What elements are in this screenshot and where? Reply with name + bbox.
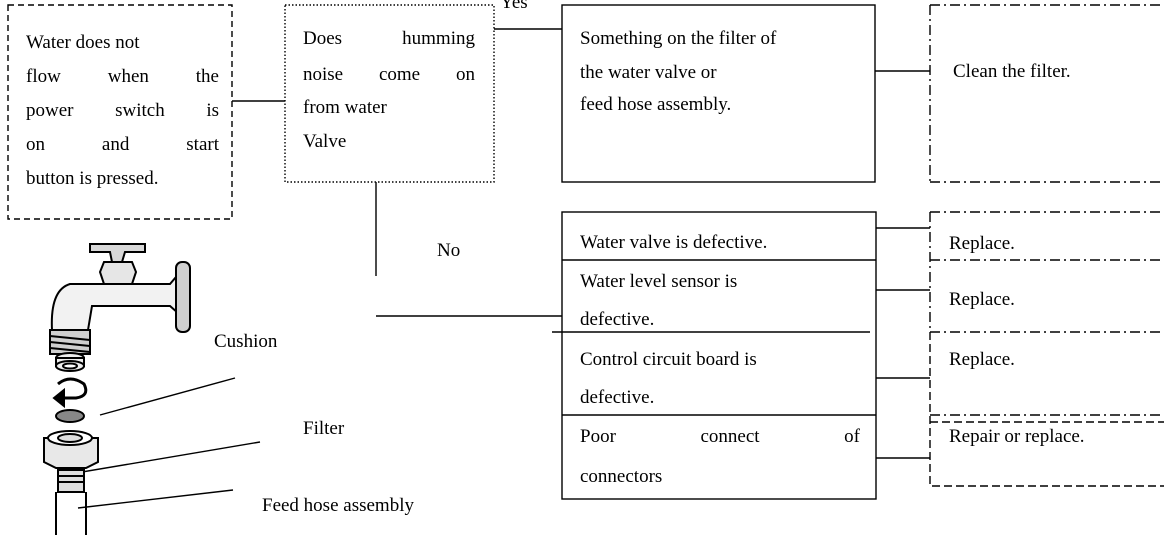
problem-line-3: power switch is (26, 100, 219, 121)
yes-cause-line-3: feed hose assembly. (580, 94, 732, 115)
cause-2-line-1: Water level sensor is (580, 271, 738, 292)
question-line-2: noise come on (303, 64, 475, 85)
problem-line-1: Water does not (26, 32, 140, 53)
pointer-filter (69, 441, 261, 475)
part-label-cushion: Cushion (214, 331, 278, 352)
remedy-4: Repair or replace. (949, 426, 1085, 447)
yes-cause-box-border (561, 4, 876, 183)
problem-line-5: button is pressed. (26, 168, 159, 189)
clean-box-border (929, 4, 1164, 183)
yes-label: Yes (500, 0, 528, 13)
remedy-1: Replace. (949, 233, 1015, 254)
no-label: No (437, 240, 461, 261)
causes-box-border (561, 211, 877, 500)
question-line-3: from water (303, 97, 387, 118)
cause-3-line-2: defective. (580, 387, 655, 408)
question-box-border (284, 4, 495, 183)
faucet-illustration (43, 243, 191, 535)
part-label-filter: Filter (303, 418, 345, 439)
problem-box-border (7, 4, 233, 220)
pointer-feed-hose (77, 489, 234, 509)
cause-3-line-1: Control circuit board is (580, 349, 757, 370)
remedy-3: Replace. (949, 349, 1015, 370)
remedy-box-borders-lower (929, 332, 1164, 487)
problem-line-2: flow when the (26, 66, 219, 87)
yes-cause-line-2: the water valve or (580, 62, 717, 83)
yes-remedy: Clean the filter. (953, 61, 1071, 82)
cause-4-line-2: connectors (580, 466, 663, 487)
problem-box: Water does not flow when the power switc… (8, 5, 232, 219)
pointer-cushion (99, 377, 236, 416)
question-line-4: Valve (303, 131, 347, 152)
question-line-1: Does humming (303, 28, 475, 49)
problem-line-4: on and start (26, 134, 219, 155)
cause-1-line-1: Water valve is defective. (580, 232, 768, 253)
remedy-2: Replace. (949, 289, 1015, 310)
part-label-feed-hose: Feed hose assembly (262, 495, 414, 516)
cause-2-line-2: defective. (580, 309, 655, 330)
yes-cause-line-1: Something on the filter of (580, 28, 777, 49)
question-box: Does humming noise come on from water Va… (285, 5, 494, 182)
yes-cause-box: Something on the filter of the water val… (562, 5, 875, 182)
cause-4-line-1: Poor connect of (580, 426, 860, 447)
